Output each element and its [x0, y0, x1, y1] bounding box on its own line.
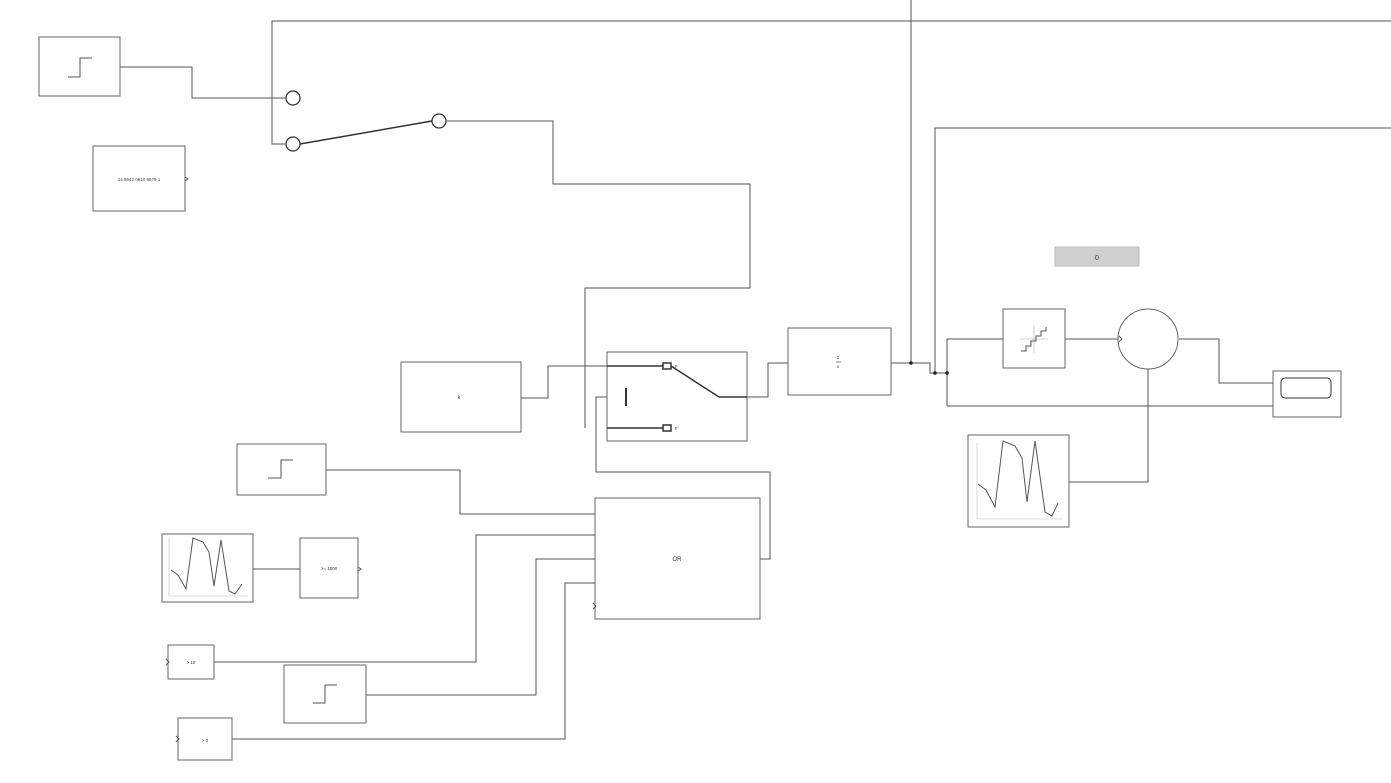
lookup-table-left[interactable] [161, 533, 254, 603]
wire-compare10-to-or[interactable] [214, 534, 595, 663]
step-icon [68, 57, 92, 78]
wire-lookup-to-sum[interactable] [1069, 368, 1149, 483]
compare-10-label: > 10 [187, 660, 196, 665]
wire-manual-switch-output[interactable] [447, 120, 751, 428]
step-block-1[interactable] [38, 36, 121, 97]
display-value: 0 [1095, 255, 1099, 262]
wire-sum-to-display[interactable] [1179, 338, 1273, 384]
switch-input-bottom-label: F [675, 426, 678, 431]
compare-to-constant-0[interactable]: > 0 [175, 717, 233, 761]
manual-switch-output[interactable] [431, 113, 447, 129]
step-icon [268, 459, 293, 479]
integrator-denominator: s [837, 364, 840, 369]
compare-0-label: > 0 [202, 738, 209, 743]
logical-or-block[interactable]: OR [592, 497, 761, 620]
compare-to-constant-10[interactable]: > 10 [165, 644, 215, 680]
switch-input-top-port [662, 362, 672, 370]
wire-step2-to-or[interactable] [326, 469, 595, 515]
wire-or-output[interactable] [595, 396, 771, 560]
wire-step3-to-or[interactable] [366, 558, 595, 696]
junction-dot [909, 361, 913, 365]
input-port-arrow [165, 658, 170, 666]
lookup-table-right[interactable] [967, 434, 1070, 528]
sum-input-arrow [1118, 335, 1123, 343]
display-screen [1280, 377, 1332, 399]
integrator-block[interactable]: 1 s [787, 327, 892, 396]
manual-switch-lever [299, 120, 433, 145]
output-port-arrow [357, 566, 362, 572]
manual-switch-input-top[interactable] [285, 90, 301, 106]
wire-gain-to-switch[interactable] [521, 365, 662, 399]
display-readout[interactable]: 0 [1054, 246, 1140, 267]
gain-block[interactable]: k [400, 361, 522, 433]
constant-value: 14.8542 0610 6579 1 [118, 177, 161, 182]
lookup-curve-icon [170, 537, 243, 595]
quantizer-block[interactable] [1002, 308, 1066, 369]
wire-right-feedback[interactable] [934, 127, 1391, 373]
quantizer-icon [1020, 325, 1048, 353]
wire-step-to-manual-switch[interactable] [120, 66, 285, 99]
input-port-arrow [592, 602, 597, 610]
sum-block[interactable] [1117, 308, 1179, 370]
junction-dot [933, 371, 937, 375]
manual-switch-input-bottom[interactable] [285, 136, 301, 152]
signal-lines [120, 0, 1391, 740]
lookup-curve-icon [977, 440, 1059, 517]
switch-input-top-label: F [675, 364, 678, 369]
wire-integrator-output[interactable] [891, 362, 947, 374]
display-block[interactable] [1272, 370, 1342, 418]
output-port-arrow [184, 176, 189, 182]
switch-input-bottom-port [662, 424, 672, 432]
compare-to-constant-1000[interactable]: >= 1000 [299, 537, 362, 599]
wire-top-feedback[interactable] [271, 20, 1391, 145]
step-icon [313, 684, 337, 704]
step-block-2[interactable] [236, 443, 327, 496]
logic-operator-label: OR [673, 557, 683, 563]
junction-dot [945, 371, 949, 375]
input-port-arrow [175, 735, 180, 743]
switch-block[interactable]: F F [606, 351, 748, 442]
constant-block[interactable]: 14.8542 0610 6579 1 [92, 145, 189, 212]
switch-blade [670, 365, 720, 398]
compare-1000-label: >= 1000 [321, 566, 338, 571]
wire-compare0-to-or[interactable] [232, 582, 595, 740]
gain-value: k [458, 395, 461, 401]
wire-to-quantizer[interactable] [946, 338, 1003, 406]
integrator-numerator: 1 [837, 355, 840, 360]
manual-switch-block[interactable] [285, 90, 447, 152]
step-block-3[interactable] [283, 664, 367, 724]
wire-switch-to-integrator[interactable] [747, 362, 788, 398]
